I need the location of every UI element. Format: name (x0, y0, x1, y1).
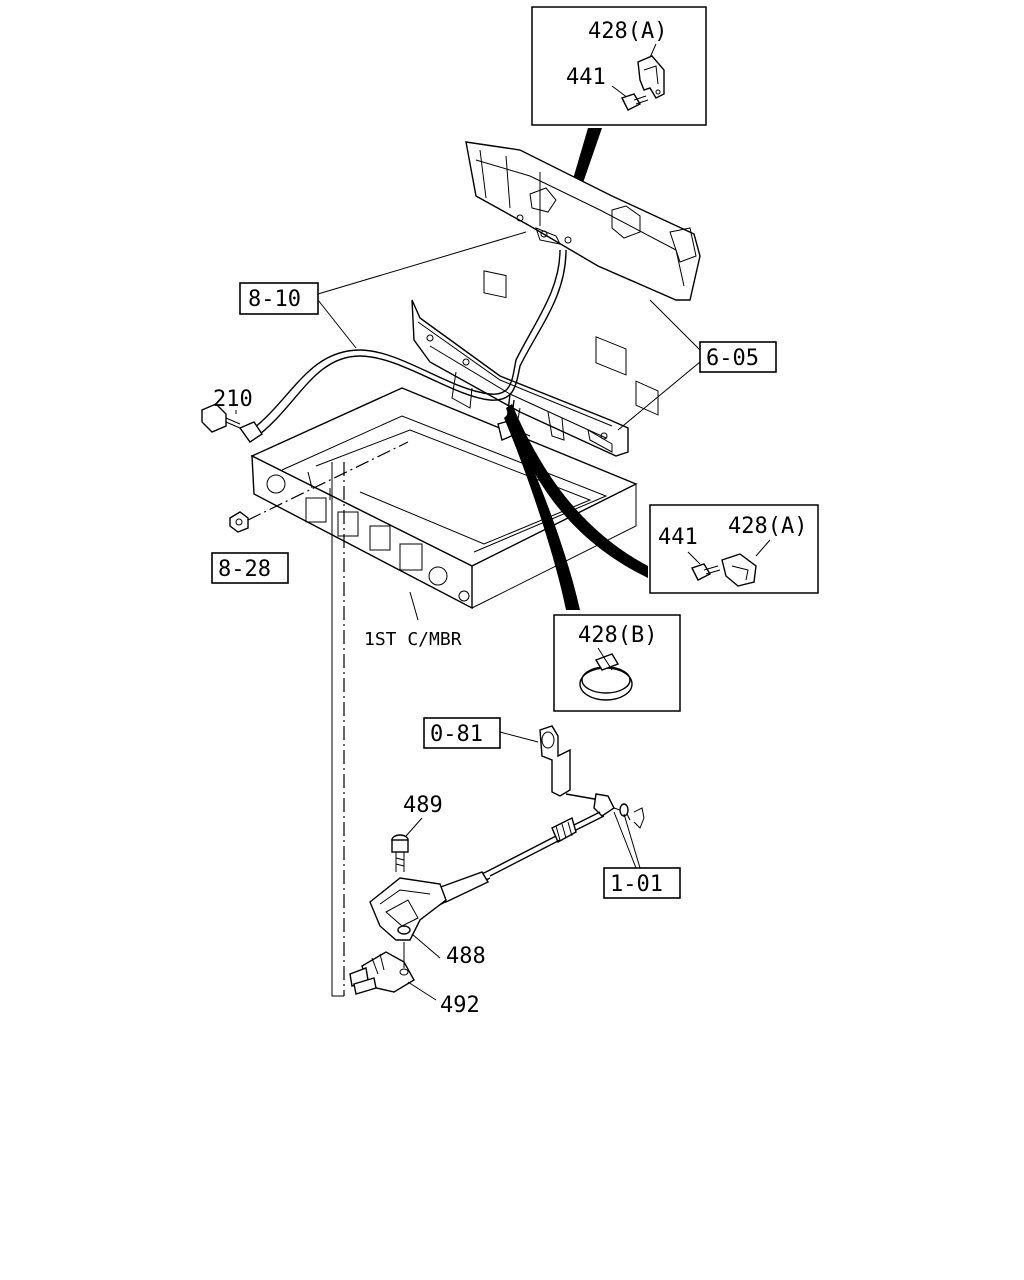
bolt-441-top-icon (621, 93, 649, 111)
svg-text:0-81: 0-81 (430, 722, 483, 747)
detail-box-428b: 428(B) (553, 614, 681, 712)
detail-box-top: 428(A) 441 (531, 6, 707, 126)
svg-text:8-10: 8-10 (248, 287, 301, 312)
label-441-right: 441 (658, 525, 698, 550)
first-crossmember (250, 387, 638, 610)
label-428a-right: 428(A) (728, 514, 807, 539)
ref-tag-8-10: 8-10 (239, 282, 319, 315)
label-441-top: 441 (566, 65, 606, 90)
ref-tag-1-01: 1-01 (603, 867, 681, 899)
clip-428a-top-icon (637, 55, 665, 99)
bolt-489-icon (391, 834, 409, 872)
detail-box-right: 441 428(A) (649, 504, 819, 594)
bolt-441-right-icon (691, 563, 721, 581)
bolt-210-icon (201, 403, 241, 433)
ref-tag-8-28: 8-28 (211, 552, 289, 584)
svg-text:8-28: 8-28 (218, 557, 271, 582)
lever-bracket-0-81 (539, 725, 571, 797)
clip-428a-right-icon (721, 553, 757, 587)
radiator-support-bracket (465, 141, 701, 416)
label-428a-top: 428(A) (588, 19, 667, 44)
label-489: 489 (403, 793, 443, 818)
nut-8-28-icon (229, 511, 249, 533)
label-210: 210 (213, 387, 253, 412)
label-488: 488 (446, 944, 486, 969)
ref-tag-6-05: 6-05 (699, 341, 777, 373)
lever-base-492 (349, 951, 415, 995)
lever-housing-488 (369, 877, 447, 941)
svg-text:1-01: 1-01 (610, 872, 663, 897)
ref-tag-0-81: 0-81 (423, 717, 501, 749)
callout-wedge-right (506, 404, 648, 578)
cable-tie-428b-icon (579, 647, 633, 701)
callout-wedge-428b (504, 414, 580, 610)
label-member: 1ST C/MBR (364, 629, 462, 650)
alignment-line-nut (247, 441, 409, 521)
svg-text:6-05: 6-05 (706, 346, 759, 371)
label-428b: 428(B) (578, 623, 657, 648)
label-492: 492 (440, 993, 480, 1018)
